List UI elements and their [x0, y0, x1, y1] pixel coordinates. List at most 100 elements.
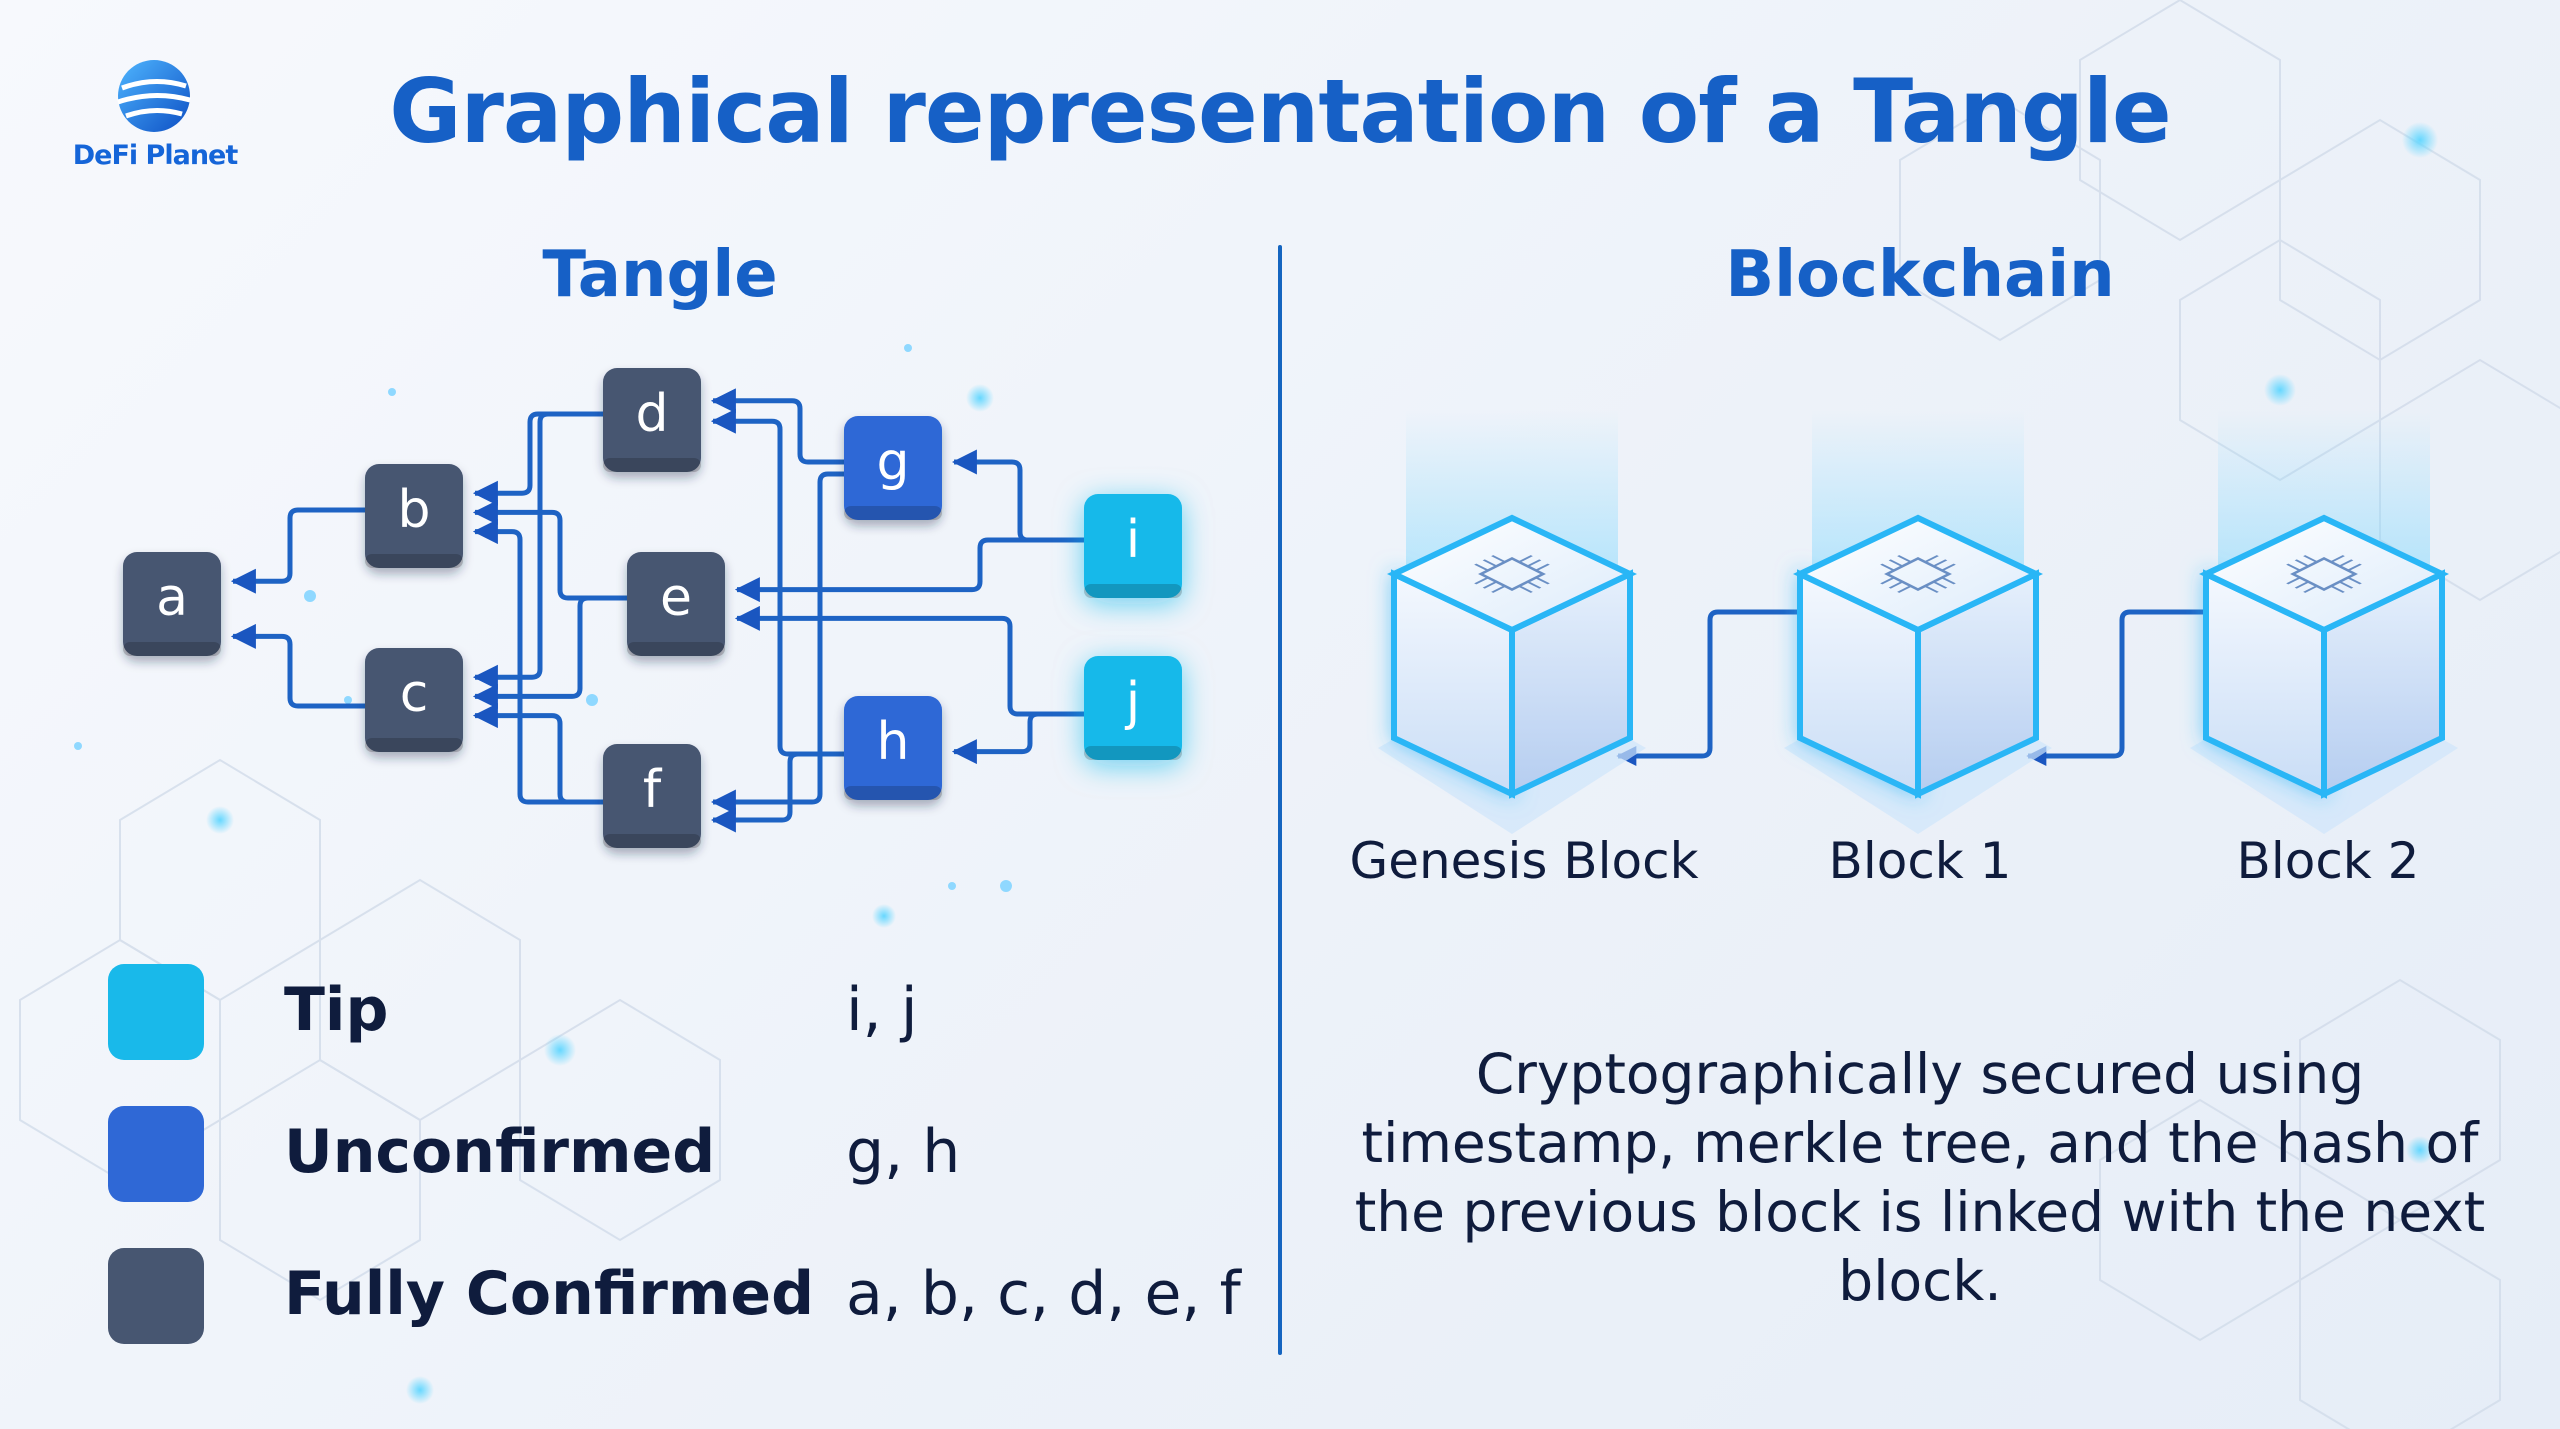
tangle-node-label-i: i: [1126, 510, 1140, 570]
edge-g-to-f: [710, 471, 844, 815]
blockchain-heading: Blockchain: [1725, 238, 2115, 312]
tangle-node-h: h: [844, 696, 942, 800]
tangle-node-base-g: [844, 506, 942, 520]
tangle-node-box-h: [844, 696, 942, 800]
tangle-node-base-a: [123, 642, 221, 656]
chip-pin-1: [1924, 585, 1939, 593]
tangle-heading: Tangle: [542, 238, 778, 312]
tangle-node-box-j: [1084, 656, 1182, 760]
logo-text: DeFi Planet: [72, 140, 239, 171]
link-block1-to-genesis: [1616, 609, 1808, 766]
edge-c-to-a: [230, 623, 365, 709]
tangle-node-label-h: h: [877, 712, 910, 772]
block-label-2: Block 2: [2236, 832, 2420, 890]
block-links: [1616, 609, 2214, 766]
chip-pin-1: [1888, 559, 1904, 567]
edge-e-to-c: [472, 595, 627, 709]
tangle-node-i: i: [1084, 494, 1182, 598]
tangle-node-a: a: [123, 552, 221, 656]
tangle-node-label-f: f: [643, 760, 663, 820]
tangle-node-g: g: [844, 416, 942, 520]
chip-pin-0: [1518, 585, 1533, 593]
tangle-node-box-g: [844, 416, 942, 520]
block-cube-0: [1378, 410, 1646, 834]
tangle-node-f: f: [603, 744, 701, 848]
legend-swatch-tip: [108, 964, 204, 1060]
section-divider: [1278, 245, 1282, 1355]
edge-j-to-e: [734, 605, 1084, 717]
block-face-top-2: [2199, 514, 2449, 634]
chip-pin-2: [2294, 559, 2310, 567]
tangle-node-label-j: j: [1125, 672, 1140, 732]
tangle-node-b: b: [365, 464, 463, 568]
tangle-node-box-a: [123, 552, 221, 656]
chip-pin-2: [2330, 585, 2345, 593]
tangle-node-label-b: b: [397, 480, 430, 540]
tangle-node-base-f: [603, 834, 701, 848]
tangle-node-base-c: [365, 738, 463, 752]
chip-pin-1: [1897, 585, 1912, 593]
chip-pin-0: [1474, 563, 1490, 571]
tangle-node-label-e: e: [660, 568, 692, 628]
edge-b-to-a: [230, 507, 365, 594]
tangle-edges: [230, 388, 1084, 833]
chip-pin-2: [2303, 555, 2318, 563]
legend-nodes-tip: i, j: [846, 975, 918, 1045]
defi-planet-logo: DeFi Planet: [70, 58, 240, 188]
chip-pin-1: [1897, 555, 1912, 563]
tangle-node-label-d: d: [635, 384, 668, 444]
edge-i-to-e: [734, 537, 1084, 603]
tangle-node-box-d: [603, 368, 701, 472]
chip-pin-1: [1932, 559, 1948, 567]
chip-icon-0: [1474, 555, 1550, 593]
tangle-node-e: e: [627, 552, 725, 656]
edge-d-to-b: [472, 411, 603, 506]
chip-icon-2: [2286, 555, 2362, 593]
tangle-node-label-a: a: [156, 568, 188, 628]
chip-pin-0: [1482, 581, 1498, 589]
edge-h-to-f: [710, 751, 844, 833]
tangle-node-box-c: [365, 648, 463, 752]
tangle-node-base-e: [627, 642, 725, 656]
tangle-node-base-j: [1084, 746, 1182, 760]
chip-pin-2: [2286, 577, 2302, 585]
tangle-node-label-c: c: [400, 664, 429, 724]
edge-g-to-d: [710, 388, 844, 465]
chip-pin-0: [1526, 559, 1542, 567]
legend-swatch-unconfirmed: [108, 1106, 204, 1202]
tangle-node-base-d: [603, 458, 701, 472]
legend-label-unconfirmed: Unconfirmed: [284, 1117, 716, 1187]
tangle-node-box-b: [365, 464, 463, 568]
blockchain-description: Cryptographically secured using timestam…: [1354, 1042, 2486, 1313]
tangle-node-box-f: [603, 744, 701, 848]
chip-pin-0: [1491, 555, 1506, 563]
chip-pin-1: [1924, 555, 1939, 563]
chip-pin-1: [1940, 563, 1956, 571]
chip-pin-1: [1940, 577, 1956, 585]
chip-pin-2: [2338, 559, 2354, 567]
tangle-node-d: d: [603, 368, 701, 472]
edge-f-to-c: [472, 703, 603, 805]
chip-pin-0: [1491, 585, 1506, 593]
chip-pin-1: [1880, 577, 1896, 585]
chip-pin-2: [2303, 585, 2318, 593]
tangle-node-base-h: [844, 786, 942, 800]
chip-pin-0: [1474, 577, 1490, 585]
tangle-node-box-e: [627, 552, 725, 656]
page-title: Graphical representation of a Tangle: [389, 60, 2171, 163]
chip-pin-2: [2346, 563, 2362, 571]
block-label-1: Block 1: [1828, 832, 2012, 890]
chip-pin-2: [2294, 581, 2310, 589]
tangle-node-label-g: g: [876, 432, 909, 492]
tangle-nodes: a b c d e f g h i j: [123, 368, 1182, 848]
legend-nodes-confirmed: a, b, c, d, e, f: [846, 1259, 1241, 1329]
chip-pin-1: [1880, 563, 1896, 571]
chip-pin-0: [1534, 563, 1550, 571]
legend-swatch-confirmed: [108, 1248, 204, 1344]
tangle-node-base-b: [365, 554, 463, 568]
edge-f-to-b: [472, 519, 603, 805]
legend-nodes-unconfirmed: g, h: [846, 1117, 961, 1187]
chip-pin-0: [1482, 559, 1498, 567]
